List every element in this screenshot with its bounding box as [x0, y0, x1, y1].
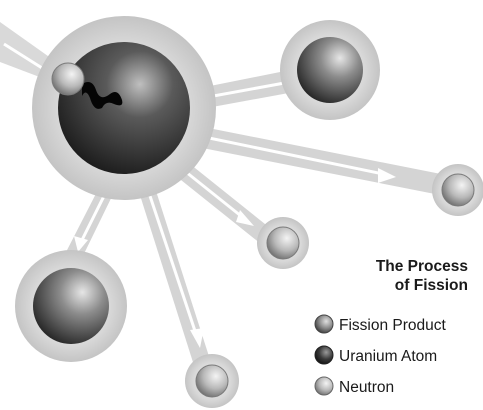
incoming-neutron — [51, 62, 85, 96]
legend-item-uranium-atom: Uranium Atom — [314, 345, 437, 365]
diagram-title: The Process of Fission — [376, 258, 468, 294]
fission-product-swatch-icon — [314, 314, 334, 334]
neutron-bottom — [185, 354, 239, 408]
path-to-neutron-bottom — [132, 166, 214, 378]
legend-label-fission-product: Fission Product — [339, 317, 447, 334]
path-to-neutron-right — [172, 122, 446, 195]
neutron-right — [432, 164, 483, 216]
legend-item-neutron: Neutron — [314, 376, 394, 396]
uranium-atom — [32, 16, 216, 200]
legend: Fission Product Uranium Atom Neutron — [314, 314, 447, 396]
neutron-swatch-icon — [314, 376, 334, 396]
title-line-2: of Fission — [395, 277, 468, 294]
uranium-atom-swatch-icon — [314, 345, 334, 365]
fission-product-bottom-left — [15, 250, 127, 362]
title-line-1: The Process — [376, 258, 468, 275]
legend-label-neutron: Neutron — [339, 379, 394, 396]
legend-item-fission-product: Fission Product — [314, 314, 447, 334]
fission-product-top-right — [280, 20, 380, 120]
split-crack — [82, 82, 123, 109]
legend-label-uranium-atom: Uranium Atom — [339, 348, 437, 365]
neutron-middle — [257, 217, 309, 269]
